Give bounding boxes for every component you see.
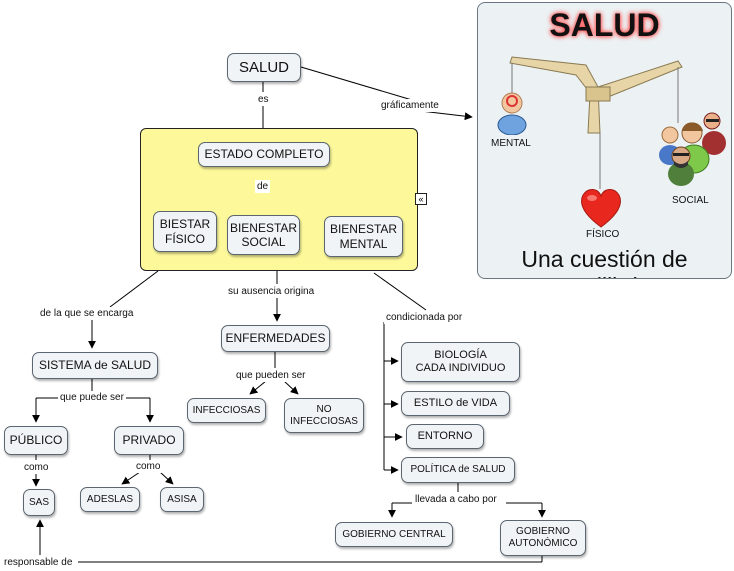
- balance-scale-illustration: [509, 56, 683, 189]
- node-bienestar-mental[interactable]: BIENESTAR MENTAL: [324, 216, 403, 257]
- link-label-graficamente: gráficamente: [379, 99, 441, 112]
- node-bienestar-social[interactable]: BIENESTAR SOCIAL: [227, 215, 300, 255]
- social-group-icon: [659, 112, 726, 186]
- node-biestar-fisico[interactable]: BIESTAR FÍSICO: [153, 211, 217, 252]
- link-label-de: de: [255, 180, 271, 193]
- link-label-que-puede-ser: que puede ser: [58, 391, 126, 404]
- mental-person-icon: [497, 92, 527, 135]
- node-publico[interactable]: PÚBLICO: [4, 426, 68, 455]
- node-biologia[interactable]: BIOLOGÍA CADA INDIVIDUO: [401, 342, 520, 382]
- link-label-como-privado: como: [134, 460, 163, 473]
- collapse-toggle[interactable]: «: [415, 193, 427, 205]
- label-fisico: FÍSICO: [586, 229, 620, 240]
- node-salud[interactable]: SALUD: [227, 53, 301, 82]
- link-label-como-publico: como: [22, 461, 51, 474]
- balance-image-panel[interactable]: SALUD MENTAL FÍSICO SOCIAL Una cue: [477, 2, 732, 279]
- panel-caption: Una cuestión de equilibrio: [521, 246, 688, 278]
- node-gobierno-autonomico[interactable]: GOBIERNO AUTONÓMICO: [500, 520, 586, 556]
- node-gobierno-central[interactable]: GOBIERNO CENTRAL: [335, 522, 453, 547]
- link-label-su-ausencia: su ausencia origina: [226, 285, 317, 298]
- node-asisa[interactable]: ASISA: [160, 487, 204, 512]
- node-politica-salud[interactable]: POLÍTICA de SALUD: [401, 457, 515, 483]
- node-infecciosas[interactable]: INFECCIOSAS: [187, 398, 266, 423]
- node-sistema-salud[interactable]: SISTEMA de SALUD: [32, 352, 158, 379]
- node-estilo-vida[interactable]: ESTILO de VIDA: [401, 391, 510, 416]
- link-label-responsable: responsable de: [2, 556, 75, 569]
- label-mental: MENTAL: [491, 138, 531, 149]
- node-entorno[interactable]: ENTORNO: [406, 424, 484, 449]
- label-social: SOCIAL: [672, 195, 709, 206]
- link-label-llevada: llevada a cabo por: [413, 493, 499, 506]
- panel-title: SALUD: [549, 7, 660, 43]
- node-sas[interactable]: SAS: [23, 489, 55, 516]
- node-privado[interactable]: PRIVADO: [114, 426, 184, 455]
- link-label-que-pueden-ser: que pueden ser: [234, 369, 308, 382]
- node-no-infecciosas[interactable]: NO INFECCIOSAS: [284, 398, 364, 433]
- heart-icon: [580, 189, 622, 228]
- link-label-condicionada: condicionada por: [384, 311, 465, 324]
- link-label-es: es: [256, 93, 271, 106]
- node-adeslas[interactable]: ADESLAS: [80, 487, 140, 512]
- node-enfermedades[interactable]: ENFERMEDADES: [221, 325, 330, 352]
- node-estado-completo[interactable]: ESTADO COMPLETO: [198, 142, 330, 167]
- link-label-de-la-que: de la que se encarga: [38, 307, 136, 320]
